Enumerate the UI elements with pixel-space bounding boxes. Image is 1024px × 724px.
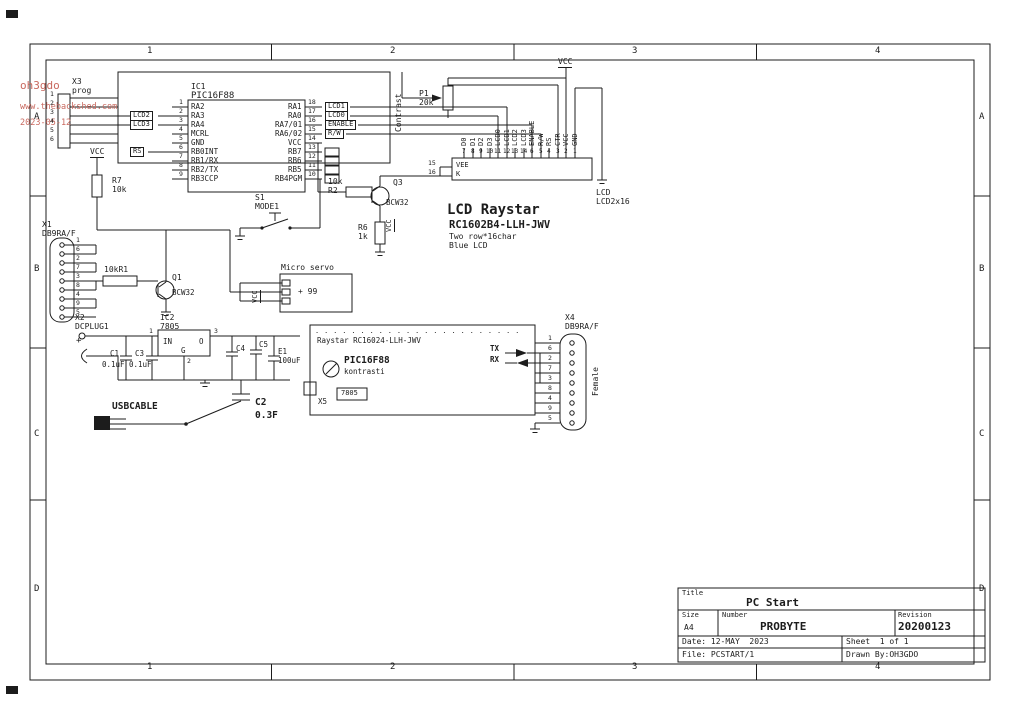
board-contrast-pot <box>322 360 340 378</box>
power-supply-symbols <box>78 329 300 387</box>
r7-symbol <box>91 157 166 231</box>
title-block-grid <box>677 587 986 663</box>
rx-arrow-icon <box>517 359 528 367</box>
servo-symbol <box>239 273 353 313</box>
lcd-module-symbol <box>439 148 593 181</box>
p1-potentiometer-symbol <box>401 72 454 118</box>
tx-arrow-icon <box>516 349 527 357</box>
sheet-frame <box>6 10 991 694</box>
q3-r2-r6-symbols <box>317 142 440 256</box>
x1-db9-symbol <box>49 237 97 323</box>
x3-connector-symbol <box>57 71 391 164</box>
registration-mark-top <box>6 10 18 18</box>
s1-switch-symbol <box>235 179 321 240</box>
board-x5-connector <box>303 381 317 396</box>
lcd-bus-wires <box>346 67 607 184</box>
q1-r1-symbols <box>96 229 240 316</box>
registration-mark-bottom <box>6 686 18 694</box>
board-7805-outline <box>336 387 368 401</box>
board-inset <box>303 324 536 416</box>
ic1-symbol <box>118 99 340 193</box>
x4-db9-symbol <box>505 333 587 433</box>
usb-c2-symbols <box>94 380 250 430</box>
